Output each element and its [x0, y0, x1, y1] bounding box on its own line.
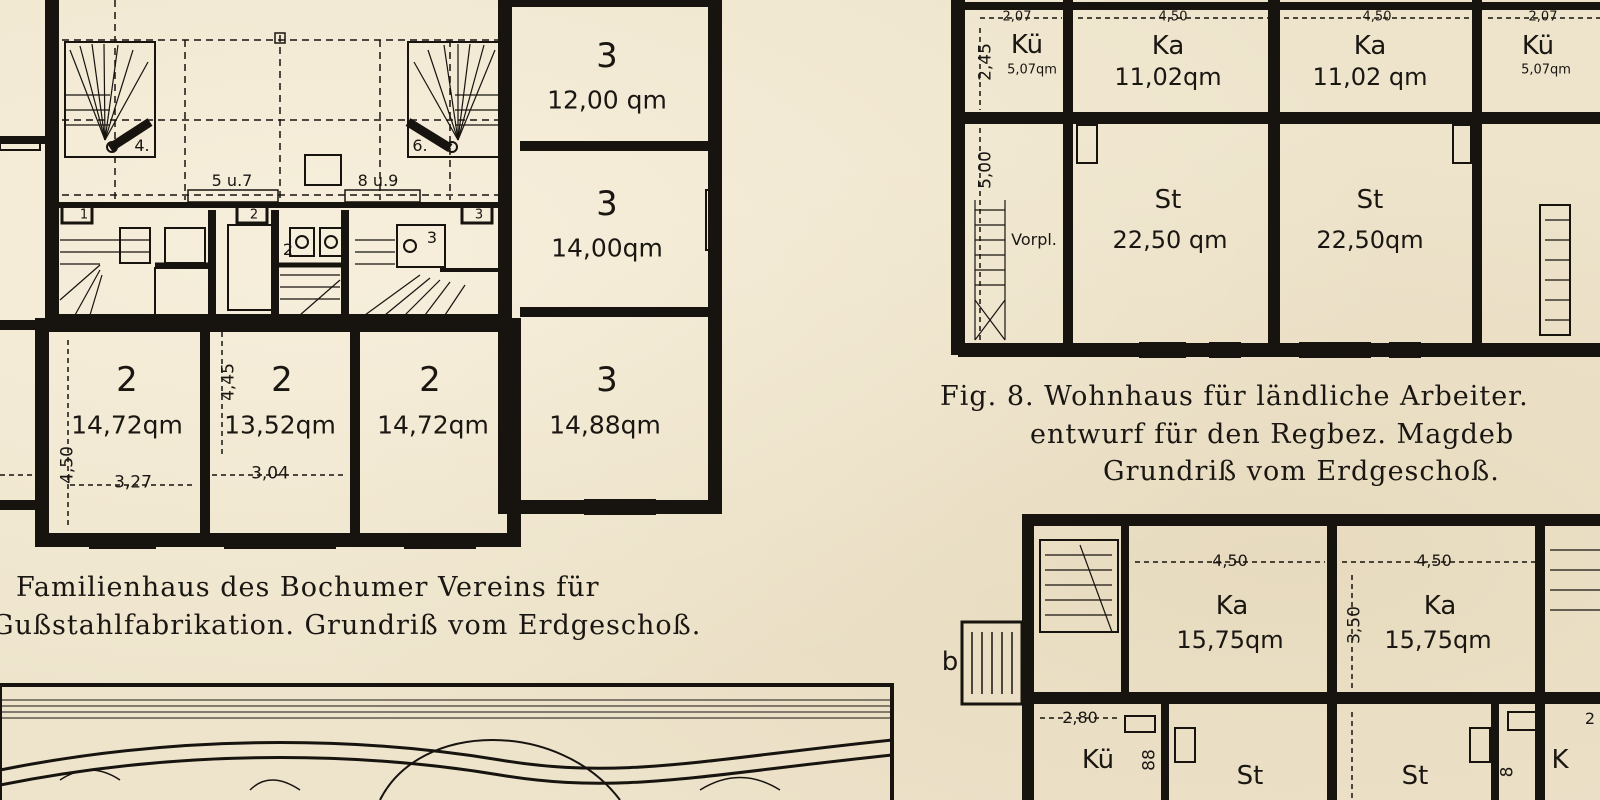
dimension-label: 3,50: [1344, 606, 1365, 644]
stair-label: 8 u.9: [357, 171, 399, 190]
dimension-label: 8: [1497, 766, 1518, 778]
room-number: 3: [596, 36, 618, 76]
room-name: St: [1154, 185, 1182, 215]
figure-caption: Gußstahlfabrikation. Grundriß vom Erdges…: [0, 610, 702, 641]
room-name: K: [1551, 745, 1569, 775]
room-number: 2: [116, 360, 138, 400]
room-area: 13,52qm: [224, 410, 336, 440]
figure-caption: Fig. 8. Wohnhaus für ländliche Arbeiter.: [940, 381, 1529, 412]
room-area: 14,72qm: [71, 410, 183, 440]
room-name: Ka: [1423, 591, 1457, 621]
site-plan-drawing: [0, 683, 894, 800]
room-area: 14,00qm: [551, 233, 663, 263]
fig9-floor-plan: [960, 514, 1600, 800]
room-name: Kü: [1010, 30, 1044, 60]
room-area: 5,07qm: [1007, 62, 1057, 78]
dimension-label: 5,00: [975, 151, 996, 189]
room-area: 22,50qm: [1316, 226, 1424, 254]
room-number: 3: [596, 184, 618, 224]
dimension-label: 2,07: [1002, 9, 1032, 25]
dimension-label: 4,50: [1158, 9, 1188, 25]
room-name: Kü: [1081, 745, 1115, 775]
dimension-label: 88: [1139, 749, 1160, 771]
dimension-label: 4,50: [1416, 551, 1452, 570]
room-area: 14,88qm: [549, 410, 661, 440]
room-area: 15,75qm: [1176, 626, 1284, 654]
left-floor-plan: [0, 0, 722, 549]
room-number: 3: [596, 360, 618, 400]
room-name: Ka: [1215, 591, 1249, 621]
room-name: St: [1236, 761, 1264, 791]
dimension-label: 2: [1584, 709, 1596, 728]
fig8-floor-plan: [951, 0, 1600, 358]
room-area: 14,72qm: [377, 410, 489, 440]
room-area: 22,50 qm: [1112, 226, 1228, 254]
room-area: 11,02 qm: [1312, 63, 1428, 91]
stair-label: 6.: [412, 136, 428, 155]
dimension-label: 4,50: [1362, 9, 1392, 25]
room-name: St: [1401, 761, 1429, 791]
cell-number: 2: [249, 207, 259, 223]
cell-number: 3: [474, 207, 484, 223]
figure-caption: Familienhaus des Bochumer Vereins für: [16, 572, 600, 603]
room-area: 11,02qm: [1114, 63, 1222, 91]
stair-label: 5 u.7: [211, 171, 253, 190]
dimension-label: 4,50: [1212, 551, 1248, 570]
room-name: Ka: [1353, 31, 1387, 61]
room-name: Kü: [1521, 31, 1555, 61]
stair-label: 4.: [134, 136, 150, 155]
dimension-label: 4,50: [57, 446, 78, 484]
room-area: 15,75qm: [1384, 626, 1492, 654]
cell-number: 3: [426, 228, 438, 247]
cell-number: 2: [282, 240, 294, 259]
dimension-label: 4,45: [218, 363, 239, 401]
room-name: St: [1356, 185, 1384, 215]
room-area: 12,00 qm: [547, 85, 667, 115]
dimension-label: 3,04: [251, 463, 289, 484]
dimension-label: 2,45: [975, 43, 996, 81]
cell-number: 1: [79, 207, 89, 223]
dimension-label: 3,27: [114, 472, 152, 493]
room-area: 5,07qm: [1521, 62, 1571, 78]
room-name: Vorpl.: [1011, 230, 1057, 249]
entry-label: b: [941, 647, 959, 677]
figure-caption: Grundriß vom Erdgeschoß.: [1103, 456, 1500, 487]
room-name: Ka: [1151, 31, 1185, 61]
room-number: 2: [271, 360, 293, 400]
room-number: 2: [419, 360, 441, 400]
figure-caption: entwurf für den Regbez. Magdeb: [1030, 419, 1515, 450]
dimension-label: 2,07: [1528, 9, 1558, 25]
dimension-label: 2,80: [1062, 708, 1098, 727]
